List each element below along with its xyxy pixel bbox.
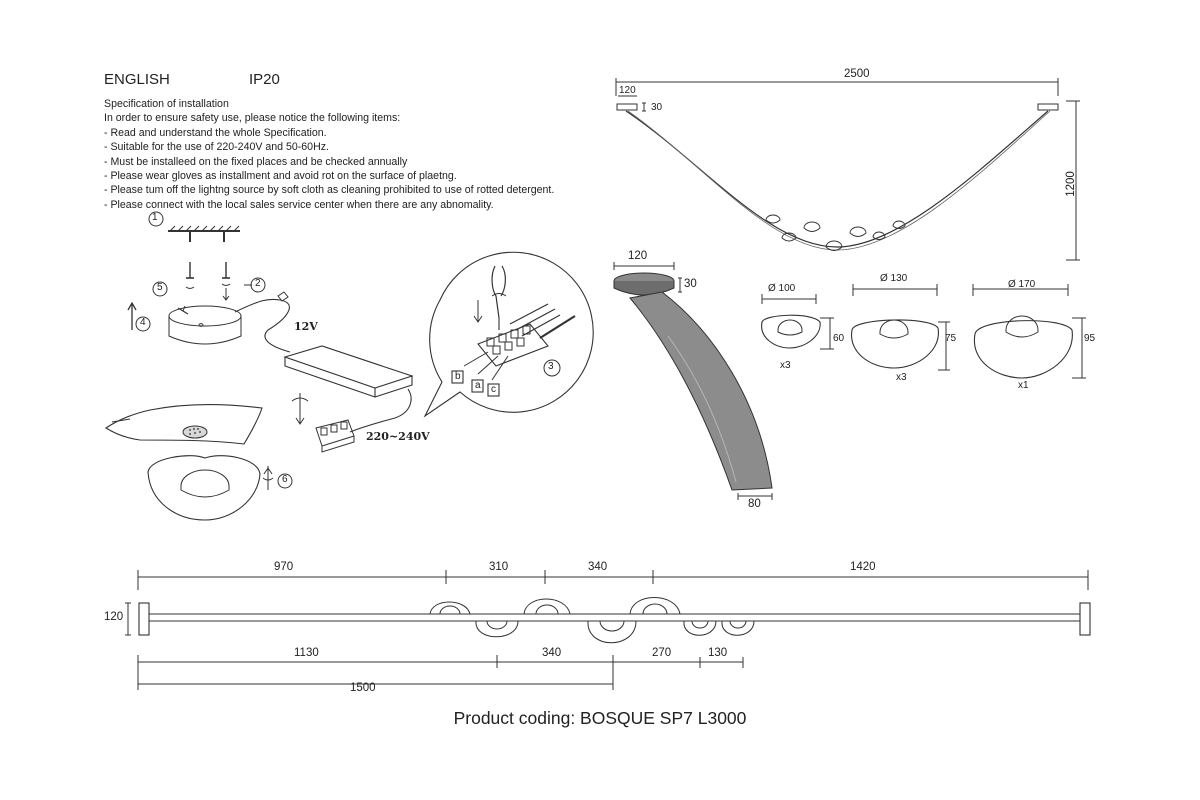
shade-diameter: Ø 130 [880,273,908,284]
shade-diameter: Ø 100 [768,283,796,294]
spec-line: In order to ensure safety use, please no… [104,112,401,125]
spec-line: - Please connect with the local sales se… [104,198,494,211]
layout-height: 120 [104,611,124,623]
bracket-width-dimension: 120 [619,85,636,96]
layout-dimension: 1420 [850,561,876,573]
terminal-label: b [455,371,461,382]
layout-dimension: 310 [489,561,509,573]
shade-qty: x1 [1018,380,1029,391]
spec-title: Specification of installation [104,98,229,110]
catenary-view [615,78,1080,261]
spec-line: - Must be installeed on the fixed places… [104,155,408,168]
shade-height: 60 [833,333,845,344]
shade-height: 75 [945,333,957,344]
layout-dimension: 970 [274,561,294,573]
drop-dimension: 1200 [1064,171,1077,197]
step-label: 3 [548,361,554,372]
span-dimension: 2500 [844,68,870,80]
product-coding: Product coding: BOSQUE SP7 L3000 [453,708,747,728]
total-dimension: 1500 [350,682,376,694]
ip-rating: IP20 [249,71,280,88]
terminal-label: c [491,384,496,395]
layout-dimension: 340 [588,561,608,573]
tube-bracket-height: 30 [684,278,697,290]
tube-view [613,262,773,500]
low-voltage-label: 12V [294,320,318,333]
tube-bracket-width: 120 [628,250,648,262]
shade-height: 95 [1084,333,1096,344]
shade-qty: x3 [896,372,907,383]
spec-line: - Please wear gloves as installment and … [104,170,457,183]
layout-view [125,570,1091,690]
spec-line: - Please tum off the lightng source by s… [104,184,555,197]
layout-dimension: 1130 [294,647,319,659]
layout-dimension: 270 [652,647,672,659]
terminal-label: a [475,380,481,391]
layout-dimension: 130 [708,647,728,659]
install-diagram [104,211,594,521]
step-label: 5 [157,282,163,293]
step-label: 6 [282,474,288,485]
mains-voltage-label: 220~240V [366,430,430,443]
shade-qty: x3 [780,360,791,371]
shade-diameter: Ø 170 [1008,279,1036,290]
layout-dimension: 340 [542,647,562,659]
language-label: ENGLISH [104,71,170,88]
step-label: 1 [152,212,158,223]
step-label: 2 [255,278,261,289]
tube-width: 80 [748,498,761,510]
step-label: 4 [140,317,146,328]
shade-dims [761,284,1086,379]
bracket-height-dimension: 30 [651,102,663,113]
spec-line: - Read and understand the whole Specific… [104,126,327,139]
specification-text: Specification of installation In order t… [104,97,554,212]
spec-line: - Suitable for the use of 220-240V and 5… [104,141,329,154]
